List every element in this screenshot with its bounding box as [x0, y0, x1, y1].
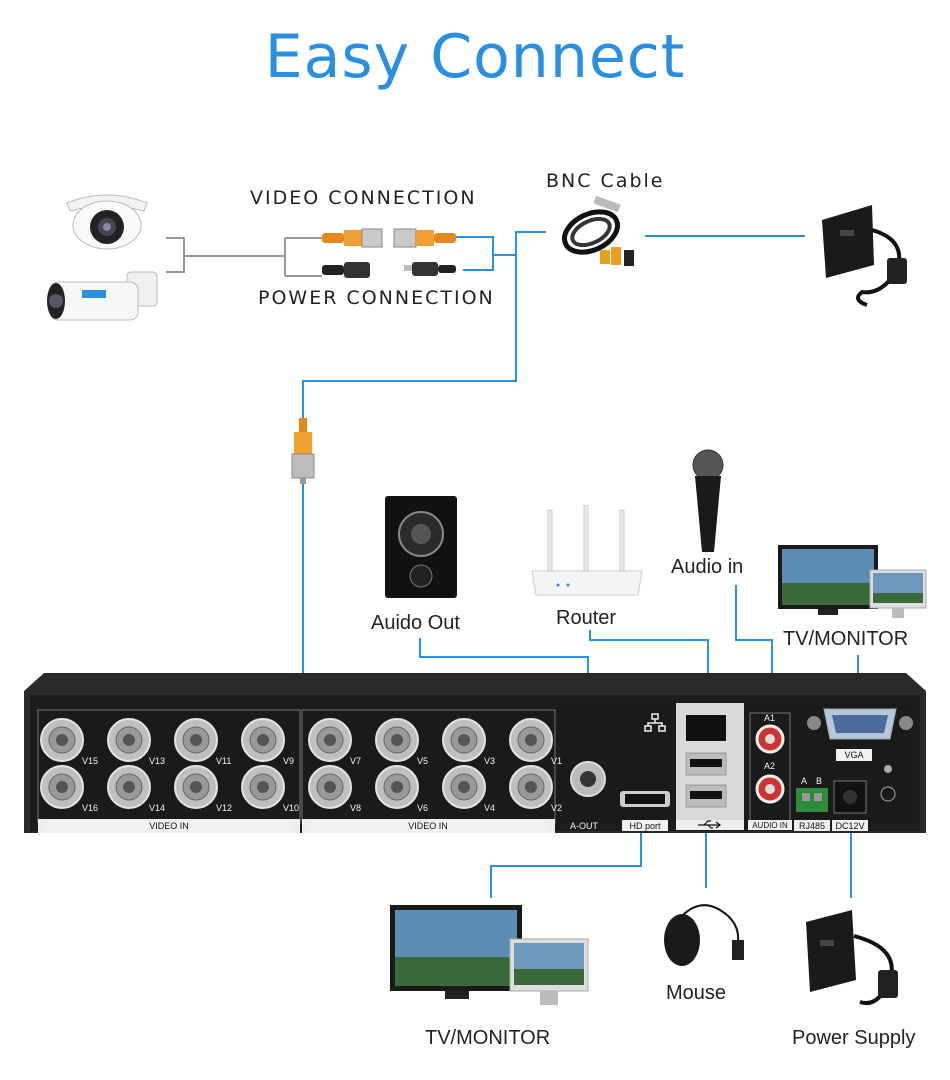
audio-in-label: Audio in [671, 556, 744, 578]
bnc-port-v15 [38, 718, 88, 768]
bnc-port-v16 [38, 765, 88, 815]
channel-label: V12 [216, 803, 233, 813]
monitor-icon [390, 905, 589, 1005]
bnc-port-v7 [306, 718, 356, 768]
video-connection-label: VIDEO CONNECTION [250, 187, 477, 209]
router-label: Router [556, 607, 617, 629]
network-icon [644, 713, 666, 732]
bnc-connector-icon [322, 228, 456, 278]
bnc-port-v10 [239, 765, 289, 815]
channel-label: V4 [484, 803, 496, 813]
tv-monitor-hdmi-label: TV/MONITOR [425, 1027, 551, 1049]
channel-label: V5 [417, 756, 429, 766]
channel-label: V13 [149, 756, 166, 766]
channel-label: V16 [82, 803, 99, 813]
rj485-label: RJ485 [794, 821, 830, 831]
rj485-a-label: A [801, 776, 808, 786]
channel-label: V2 [551, 803, 563, 813]
channel-label: V10 [283, 803, 300, 813]
channel-label: V11 [216, 756, 232, 766]
bnc-port-v1 [507, 718, 557, 768]
bnc-port-v6 [373, 765, 423, 815]
bnc-port-v12 [172, 765, 222, 815]
power-adapter-icon [806, 910, 898, 1005]
power-connection-label: POWER CONNECTION [258, 287, 495, 309]
router-icon [531, 505, 643, 596]
channel-label: V6 [417, 803, 429, 813]
monitor-icon [778, 545, 927, 618]
power-adapter-icon [822, 205, 907, 307]
bnc-port-v4 [440, 765, 490, 815]
bnc-port-v13 [105, 718, 155, 768]
channel-label: V1 [551, 756, 563, 766]
usb-icon [698, 820, 721, 829]
page-title: Easy Connect [264, 22, 686, 92]
vga-label: VGA [836, 750, 872, 760]
mouse-icon [664, 904, 744, 966]
channel-label: V9 [283, 756, 295, 766]
tv-monitor-vga-label: TV/MONITOR [783, 628, 909, 650]
bnc-port-v11 [172, 718, 222, 768]
bnc-port-v14 [105, 765, 155, 815]
video-in-left-label: VIDEO IN [44, 821, 294, 831]
speaker-icon [385, 496, 457, 598]
bnc-port-v2 [507, 765, 557, 815]
dome-camera-icon [66, 194, 148, 250]
a1-label: A1 [764, 713, 776, 723]
channel-label: V15 [82, 756, 99, 766]
a-out-label: A-OUT [570, 821, 598, 831]
bullet-camera-icon [47, 271, 158, 321]
channel-label: V7 [350, 756, 362, 766]
bnc-cable-label: BNC Cable [546, 170, 665, 192]
channel-label: V14 [149, 803, 166, 813]
microphone-icon [692, 449, 724, 552]
channel-label: V8 [350, 803, 362, 813]
bnc-port-v8 [306, 765, 356, 815]
bnc-cable-icon [562, 195, 634, 266]
bnc-port-v5 [373, 718, 423, 768]
audio-out-label: Auido Out [371, 612, 460, 634]
channel-label: V3 [484, 756, 496, 766]
power-supply-label: Power Supply [792, 1027, 916, 1049]
hd-port-label: HD port [622, 821, 668, 831]
bnc-port-v3 [440, 718, 490, 768]
mouse-label: Mouse [666, 982, 727, 1004]
video-in-right-label: VIDEO IN [308, 821, 548, 831]
bnc-plug-icon [291, 418, 315, 484]
bnc-port-v9 [239, 718, 289, 768]
a2-label: A2 [764, 761, 776, 771]
dc12v-label: DC12V [832, 821, 868, 831]
audio-in-port-label: AUDIO IN [748, 821, 792, 830]
rj485-b-label: B [816, 776, 823, 786]
